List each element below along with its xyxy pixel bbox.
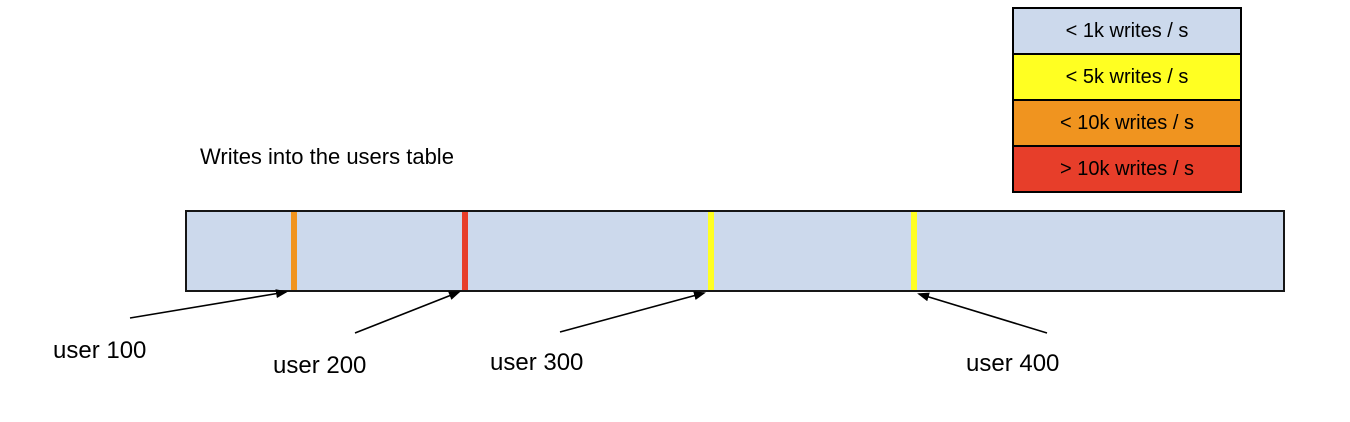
legend-item-lt-10k-label: < 10k writes / s (1060, 111, 1194, 134)
arrow-user-100 (129, 289, 288, 319)
legend-item-gt-10k-label: > 10k writes / s (1060, 157, 1194, 180)
legend-item-lt-5k: < 5k writes / s (1014, 53, 1240, 99)
users-table-bar (185, 210, 1285, 292)
label-user-400: user 400 (966, 350, 1060, 377)
arrow-user-300 (559, 291, 706, 333)
arrow-user-400 (917, 292, 1048, 334)
label-user-200: user 200 (273, 352, 367, 379)
legend-item-lt-5k-label: < 5k writes / s (1065, 65, 1189, 88)
legend-item-lt-1k-label: < 1k writes / s (1065, 19, 1189, 42)
legend: < 1k writes / s < 5k writes / s < 10k wr… (1012, 7, 1242, 193)
legend-item-lt-1k: < 1k writes / s (1014, 9, 1240, 53)
legend-item-gt-10k: > 10k writes / s (1014, 145, 1240, 191)
label-user-300: user 300 (490, 349, 584, 376)
bar-marker-user-200 (462, 212, 469, 290)
arrow-user-200 (354, 291, 461, 334)
diagram-title: Writes into the users table (200, 144, 454, 169)
label-user-100: user 100 (53, 337, 147, 364)
bar-marker-user-100 (291, 212, 298, 290)
bar-marker-user-400 (910, 212, 917, 290)
legend-item-lt-10k: < 10k writes / s (1014, 99, 1240, 145)
bar-marker-user-300 (707, 212, 714, 290)
